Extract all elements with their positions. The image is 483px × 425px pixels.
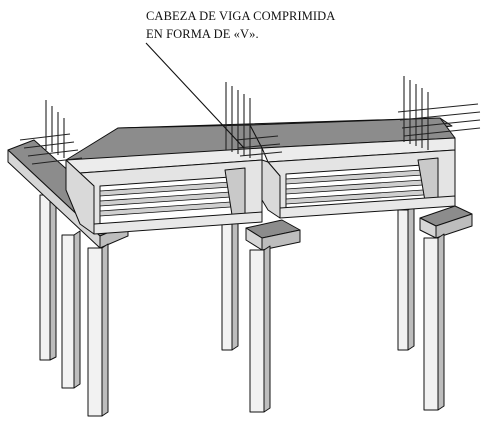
rebar-right <box>397 76 481 150</box>
callout: CABEZA DE VIGA COMPRIMIDA EN FORMA DE «V… <box>145 9 335 149</box>
column-back-left <box>39 191 57 361</box>
callout-line-1: CABEZA DE VIGA COMPRIMIDA <box>146 9 335 23</box>
callout-line-2: EN FORMA DE «V». <box>146 27 259 41</box>
column-back-right <box>397 205 415 351</box>
column-back-center <box>221 215 239 351</box>
callout-leader-line <box>145 42 245 149</box>
column-front-center <box>249 245 271 413</box>
column-front-right <box>423 233 445 411</box>
cap-beam-right <box>419 205 473 239</box>
rebar-center <box>225 82 283 158</box>
column-mid-left <box>61 230 81 389</box>
cap-beam-center <box>245 219 301 251</box>
column-front-left <box>87 243 109 417</box>
bay-left <box>65 147 263 235</box>
rebar-left <box>19 100 83 165</box>
bay-right <box>261 137 456 219</box>
